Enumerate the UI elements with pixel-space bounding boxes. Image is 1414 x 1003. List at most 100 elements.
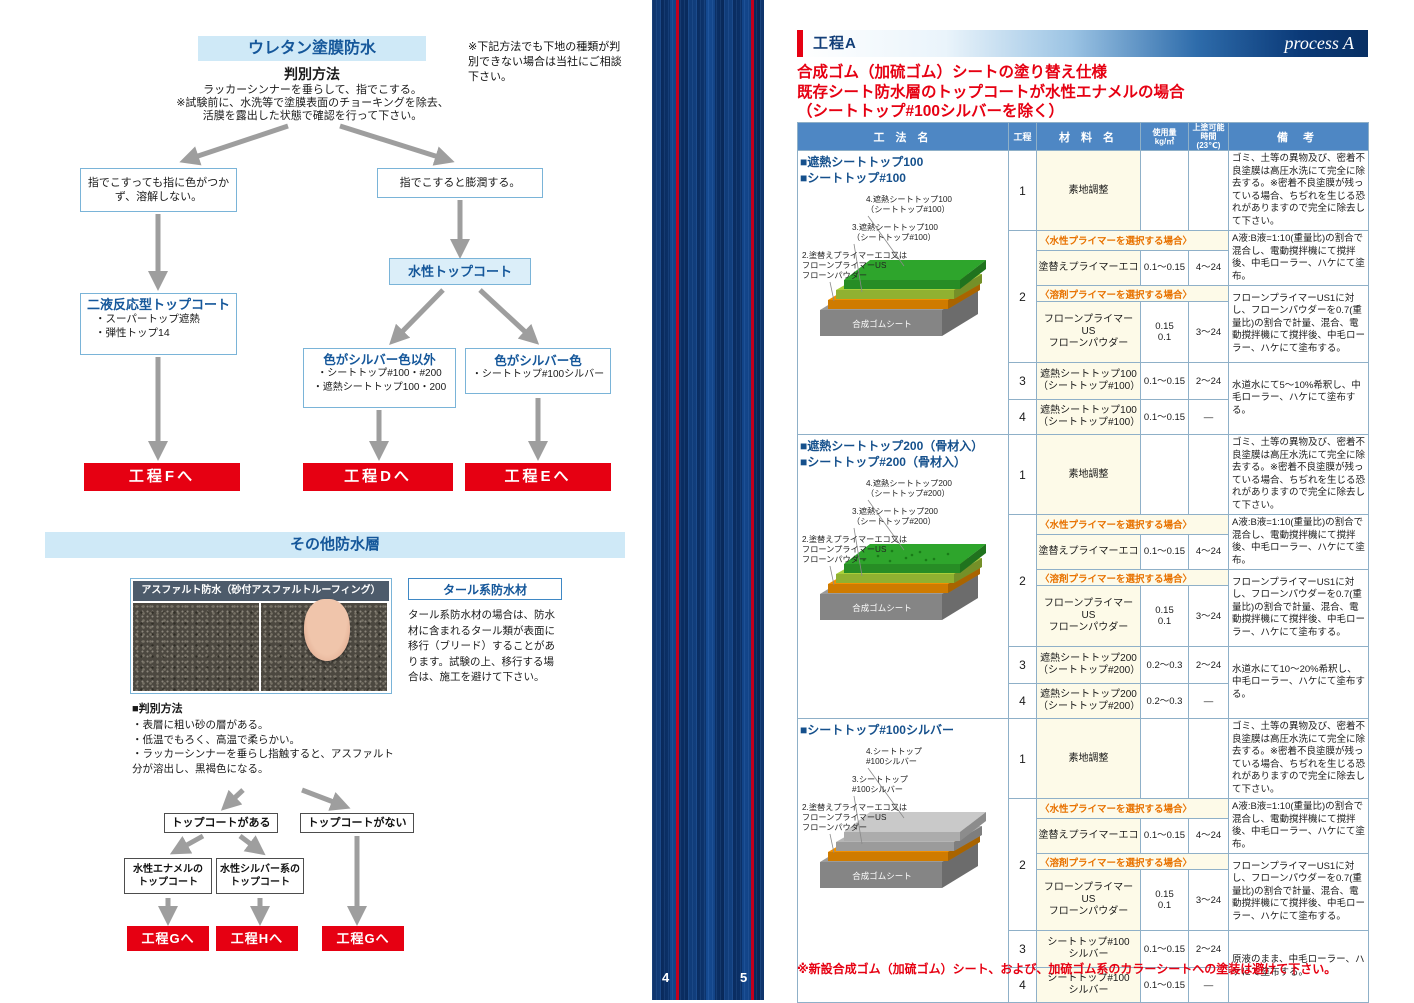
sec2-solvent-time: 3〜24: [1188, 585, 1229, 647]
sec2-step1-time: [1188, 434, 1229, 515]
process-g1-button: 工程Gへ: [127, 926, 209, 951]
judge-title: ■判別方法: [132, 703, 183, 715]
process-h-button: 工程Hへ: [216, 926, 298, 951]
svg-text:フローンパウダー: フローンパウダー: [802, 270, 867, 280]
judge-item: ・表層に粗い砂の層がある。: [132, 719, 269, 731]
svg-text:4.シートトップ: 4.シートトップ: [866, 747, 923, 756]
non-silver-item: ・シートトップ#100・#200: [317, 368, 442, 379]
sec2-solvent-option-header: 〈溶剤プライマーを選択する場合〉: [1036, 569, 1229, 586]
sec3-water-option-header: 〈水性プライマーを選択する場合〉: [1036, 798, 1229, 819]
sec2-step4-no: 4: [1008, 683, 1037, 719]
svg-text:#100シルバー: #100シルバー: [852, 785, 903, 794]
spec-title-line: （シートトップ#100シルバーを除く）: [797, 103, 1064, 120]
section-title: ■シートトップ#100シルバー: [800, 723, 954, 737]
sec2-step4-usage: 0.2〜0.3: [1140, 683, 1189, 719]
footer-warning-note: ※新設合成ゴム（加硫ゴム）シート、および、加硫ゴム系のカラーシートへの塗装は避け…: [797, 962, 1337, 976]
asphalt-header: アスファルト防水（砂付アスファルトルーフィング）: [133, 581, 389, 601]
col-header-method: 工 法 名: [797, 122, 1009, 151]
sec3-step34-remark: 原液のまま、中毛ローラー、ハケにて塗布する。: [1228, 930, 1369, 1003]
col-header-time: 上塗可能 時間(23℃): [1188, 122, 1229, 151]
section-title: ■遮熱シートトップ200（骨材入）■シートトップ#200（骨材入）: [800, 439, 984, 469]
two-liquid-item: ・弾性トップ14: [95, 327, 170, 339]
svg-text:フローンパウダー: フローンパウダー: [802, 822, 867, 832]
sec2-step34-remark: 水道水にて10〜20%希釈し、中毛ローラー、ハケにて塗布する。: [1228, 646, 1369, 719]
water-topcoat-box: 水性トップコート: [389, 258, 531, 285]
layer-diagram: 4.遮熱シートトップ200（シートトップ#200）3.遮熱シートトップ200（シ…: [802, 478, 986, 620]
sec3-solvent-remark: フローンプライマーUS1に対し、フローンパウダーを0.7(重量比)の割合で計量、…: [1228, 853, 1369, 931]
two-liquid-title: 二液反応型トップコート: [86, 297, 230, 312]
no-topcoat-box: トップコートがない: [300, 813, 414, 833]
svg-text:4.遮熱シートトップ200: 4.遮熱シートトップ200: [866, 478, 952, 488]
sec2-step3-material: 遮熱シートトップ200（シートトップ#200）: [1036, 646, 1141, 684]
method-line: ラッカーシンナーを垂らして、指でこする。: [203, 84, 422, 96]
svg-text:フローンプライマーUS: フローンプライマーUS: [802, 813, 887, 822]
method-line: 活膜を露出した状態で確認を行って下さい。: [202, 110, 423, 122]
other-layers-title-bar: その他防水層: [45, 532, 625, 558]
svg-text:3.遮熱シートトップ200: 3.遮熱シートトップ200: [852, 506, 938, 516]
svg-text:#100シルバー: #100シルバー: [866, 757, 917, 766]
sec1-solvent-option-header: 〈溶剤プライマーを選択する場合〉: [1036, 285, 1229, 302]
judge-item: ・低温でもろく、高温で柔らかい。: [132, 733, 300, 746]
sec2-step1-remark: ゴミ、土等の異物及び、密着不良塗膜は高圧水洗にて完全に除去する。※密着不良塗膜が…: [1228, 434, 1369, 515]
page-number-right: 5: [740, 970, 748, 985]
svg-text:（シートトップ#200）: （シートトップ#200）: [866, 489, 950, 498]
tar-body: タール系防水材の場合は、防水材に含まれるタール類が表面に移行（ブリード）すること…: [408, 609, 555, 683]
side-note: ※下記方法でも下地の種類が判別できない場合は当社にご相談下さい。: [468, 41, 622, 83]
sec2-water-option-header: 〈水性プライマーを選択する場合〉: [1036, 514, 1229, 535]
sec2-water-usage: 0.1〜0.15: [1140, 533, 1189, 571]
col-header-usage: 使用量 kg/㎡: [1140, 122, 1189, 151]
svg-text:合成ゴムシート: 合成ゴムシート: [852, 603, 912, 613]
col-header-material: 材 料 名: [1036, 122, 1141, 151]
sec1-step3-usage: 0.1〜0.15: [1140, 362, 1189, 400]
tar-box: タール系防水材 タール系防水材の場合は、防水材に含まれるタール類が表面に移行（ブ…: [408, 578, 562, 686]
col-header-remarks: 備 考: [1228, 122, 1369, 151]
process-d-button: 工程Dへ: [303, 463, 453, 491]
sec2-water-time: 4〜24: [1188, 533, 1229, 571]
sec1-water-option-header: 〈水性プライマーを選択する場合〉: [1036, 230, 1229, 251]
svg-text:3.遮熱シートトップ100: 3.遮熱シートトップ100: [852, 222, 938, 232]
two-liquid-item: ・スーパートップ遮熱: [95, 313, 200, 325]
non-silver-box: 色がシルバー色以外 ・シートトップ#100・#200 ・遮熱シートトップ100・…: [303, 348, 456, 408]
sec1-step34-remark: 水道水にて5〜10%希釈し、中毛ローラー、ハケにて塗布する。: [1228, 362, 1369, 435]
sec3-step1-material: 素地調整: [1036, 718, 1141, 799]
spec-title-line: 合成ゴム（加硫ゴム）シートの塗り替え仕様: [797, 64, 1108, 81]
sec1-step1-material: 素地調整: [1036, 150, 1141, 231]
non-silver-title: 色がシルバー色以外: [323, 353, 436, 367]
spec-title-line: 既存シート防水層のトップコートが水性エナメルの場合: [797, 83, 1185, 101]
asphalt-box: アスファルト防水（砂付アスファルトルーフィング）: [130, 578, 392, 694]
process-g2-button: 工程Gへ: [322, 926, 404, 951]
svg-text:合成ゴムシート: 合成ゴムシート: [852, 319, 912, 329]
svg-text:（シートトップ#200）: （シートトップ#200）: [852, 517, 936, 526]
svg-text:2.塗替えプライマーエコ又は: 2.塗替えプライマーエコ又は: [802, 534, 907, 544]
spine-red-line: [751, 0, 754, 1000]
judge-block: ■判別方法 ・表層に粗い砂の層がある。 ・低温でもろく、高温で柔らかい。 ・ラッ…: [132, 700, 400, 776]
two-liquid-box: 二液反応型トップコート ・スーパートップ遮熱 ・弾性トップ14: [80, 293, 237, 355]
sec1-step3-material: 遮熱シートトップ100（シートトップ#100）: [1036, 362, 1141, 400]
sec2-step1-no: 1: [1008, 434, 1037, 515]
has-topcoat-box: トップコートがある: [164, 813, 278, 833]
process-spec-table: 工 法 名 工程 材 料 名 使用量 kg/㎡ 上塗可能 時間(23℃) 備 考…: [797, 122, 1369, 1003]
sec3-water-time: 4〜24: [1188, 817, 1229, 855]
layer-diagram: 4.遮熱シートトップ100（シートトップ#100）3.遮熱シートトップ100（シ…: [802, 194, 986, 336]
sec1-step3-no: 3: [1008, 362, 1037, 400]
spine-red-line: [676, 0, 679, 1000]
sec2-step1-material: 素地調整: [1036, 434, 1141, 515]
silver-topcoat-box: 水性シルバー系の トップコート: [216, 858, 304, 894]
process-name-english: process A: [1284, 33, 1355, 53]
sec2-step2-no: 2: [1008, 514, 1037, 647]
sec1-solvent-remark: フローンプライマーUS1に対し、フローンパウダーを0.7(重量比)の割合で計量、…: [1228, 285, 1369, 363]
no-color-box: 指でこすっても指に色がつかず、溶解しない。: [80, 168, 237, 212]
sec1-water-time: 4〜24: [1188, 249, 1229, 287]
sec1-water-remark: A液:B液=1:10(重量比)の割合で混合し、電動撹拌機にて撹拌後、中毛ローラー…: [1228, 230, 1369, 286]
svg-text:3.シートトップ: 3.シートトップ: [852, 775, 909, 784]
sec3-step1-usage: [1140, 718, 1189, 799]
method-title: 判別方法: [284, 66, 340, 82]
binding-spine: 4 5: [652, 0, 764, 1000]
